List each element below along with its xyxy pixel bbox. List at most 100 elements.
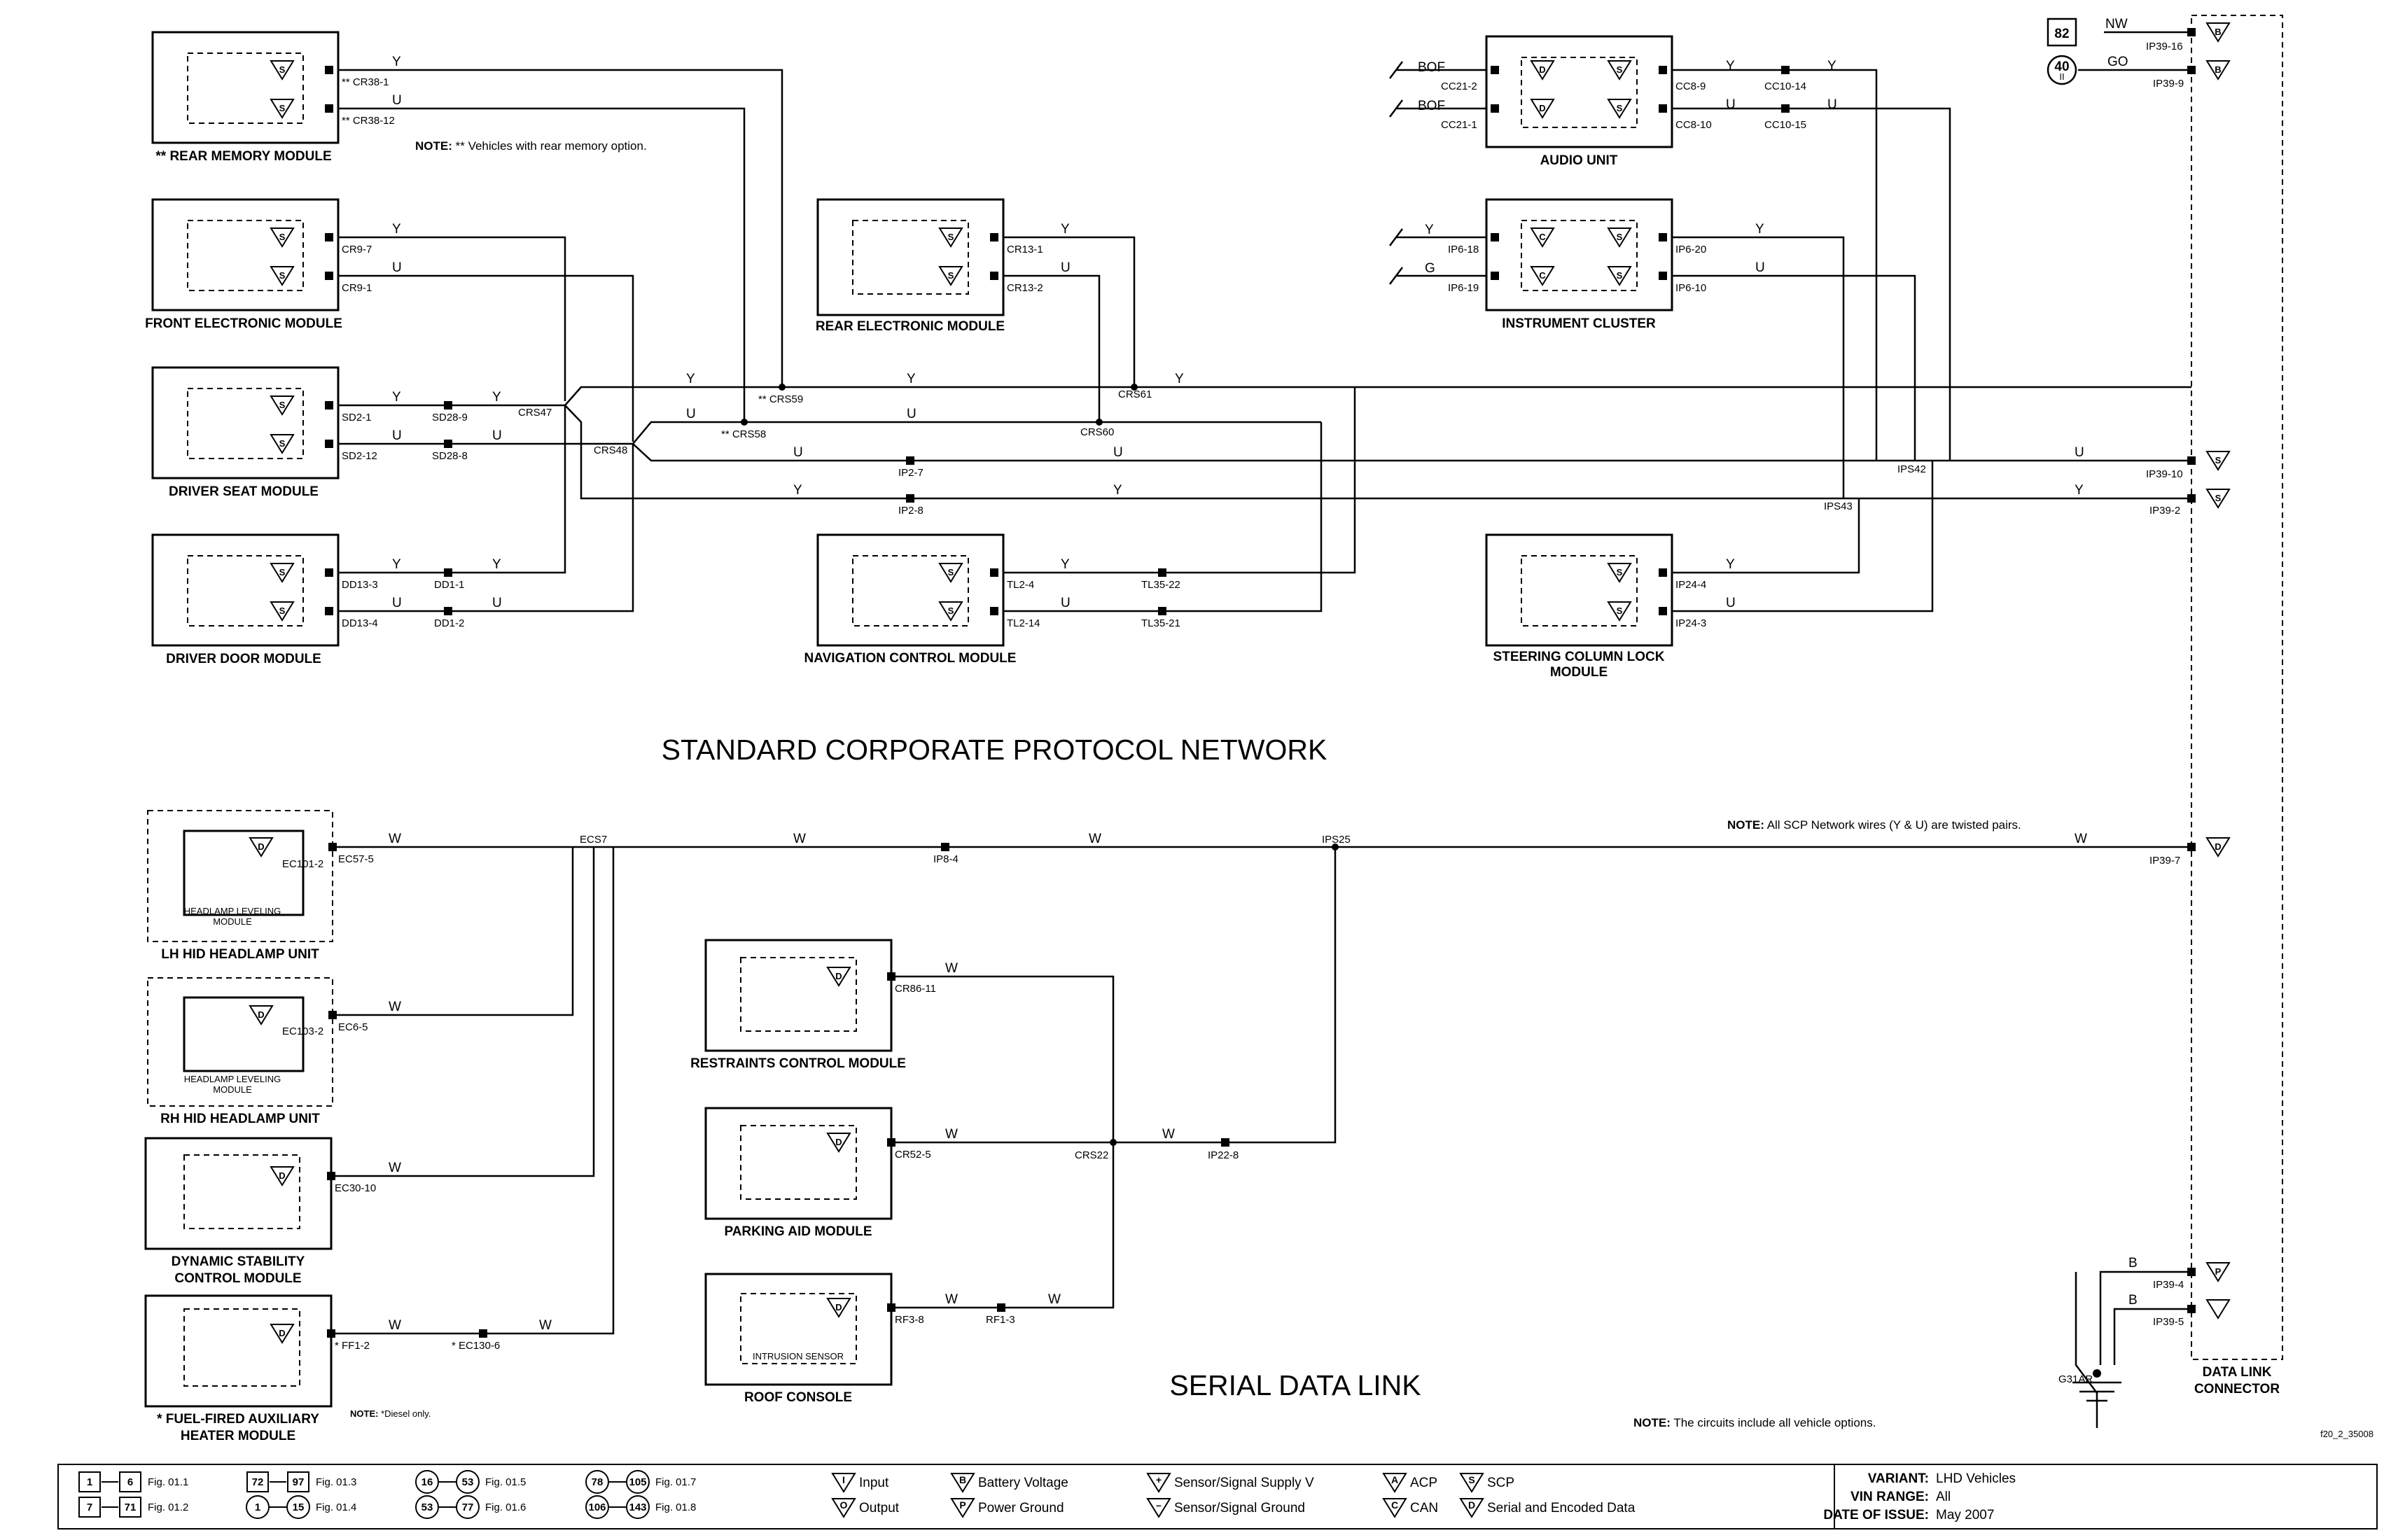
pin-letter: D — [258, 1009, 264, 1020]
wire-color: Y — [1175, 372, 1184, 386]
connector-label: CR13-1 — [1007, 244, 1043, 255]
wire-color: BOF — [1418, 60, 1445, 75]
wire-color: U — [907, 407, 916, 421]
pin-letter: S — [279, 400, 286, 410]
wire-color: U — [1726, 596, 1736, 610]
pin-letter: S — [279, 438, 286, 449]
wire-color: Y — [1113, 483, 1122, 498]
parking-aid-label: PARKING AID MODULE — [724, 1224, 872, 1239]
connector-label: G31AR — [2058, 1373, 2093, 1385]
pin-letter: D — [1539, 103, 1545, 113]
svg-text:I: I — [842, 1474, 845, 1485]
wire-color: W — [389, 1000, 401, 1014]
pin-letter: D — [279, 1170, 285, 1181]
svg-text:Sensor/Signal Supply V: Sensor/Signal Supply V — [1174, 1476, 1314, 1490]
connector-label: IP22-8 — [1208, 1149, 1239, 1161]
wire-color: U — [392, 596, 402, 610]
wire-color: Y — [2075, 483, 2084, 498]
svg-text:72: 72 — [252, 1476, 264, 1488]
connector-label: CR9-1 — [342, 282, 372, 294]
lh-hid-label: LH HID HEADLAMP UNIT — [161, 947, 319, 962]
svg-text:Power Ground: Power Ground — [978, 1501, 1064, 1516]
svg-text:–: – — [1156, 1499, 1162, 1511]
connector-label: IP39-4 — [2153, 1279, 2184, 1291]
pin-letter: D — [2215, 841, 2221, 852]
svg-text:78: 78 — [592, 1476, 604, 1488]
variant-value: LHD Vehicles — [1936, 1471, 2016, 1486]
wire-color: Y — [1061, 557, 1070, 572]
intrusion-sensor-label: INTRUSION SENSOR — [753, 1351, 844, 1362]
connector-label: IPS25 — [1322, 834, 1351, 846]
svg-text:105: 105 — [629, 1476, 646, 1488]
pin-letter: S — [1617, 64, 1623, 75]
connector-label: DD13-4 — [342, 617, 378, 629]
connector-label: IP39-2 — [2149, 505, 2180, 517]
pin-letter: S — [2215, 493, 2222, 503]
svg-text:16: 16 — [421, 1476, 433, 1488]
dlc-label-2: CONNECTOR — [2194, 1382, 2280, 1396]
dsc-label: DYNAMIC STABILITY — [172, 1254, 305, 1269]
fuse-ref: 82 — [2054, 27, 2069, 41]
relay-ref-circle — [2047, 55, 2077, 85]
svg-text:SCP: SCP — [1487, 1476, 1514, 1490]
wire-color: U — [1061, 596, 1071, 610]
pin-letter: S — [1617, 103, 1623, 113]
svg-text:53: 53 — [462, 1476, 474, 1488]
wire-color: U — [392, 260, 402, 275]
connector-label: ** CR38-12 — [342, 115, 395, 127]
connector-label: ** CRS59 — [758, 393, 803, 405]
pin-letter: S — [1617, 567, 1623, 578]
twisted-pair-note: NOTE: All SCP Network wires (Y & U) are … — [1727, 818, 2021, 832]
wire-color: W — [945, 961, 958, 976]
ffh-label: * FUEL-FIRED AUXILIARY — [157, 1412, 319, 1427]
dlc-label: DATA LINK — [2203, 1365, 2272, 1380]
wire-color: U — [1726, 97, 1736, 112]
svg-text:+: + — [1156, 1474, 1162, 1485]
connector-label: CC10-15 — [1764, 119, 1806, 131]
wire-color: U — [1755, 260, 1765, 275]
connector-label: IP6-20 — [1675, 244, 1706, 255]
wire-color: U — [1113, 445, 1123, 460]
connector-label: ECS7 — [580, 834, 607, 846]
svg-text:97: 97 — [293, 1476, 305, 1488]
connector-label: CR52-5 — [895, 1149, 931, 1161]
pin-letter: S — [279, 232, 286, 242]
connector-label: TL2-4 — [1007, 579, 1034, 591]
wire-color: Y — [1827, 59, 1836, 74]
rear-memory-module-label: ** REAR MEMORY MODULE — [155, 149, 331, 164]
headlamp-leveling-label-2: MODULE — [213, 916, 252, 927]
wire-color: W — [1089, 832, 1101, 846]
wire-color: W — [2075, 832, 2087, 846]
connector-label: TL2-14 — [1007, 617, 1040, 629]
restraints-module-box — [704, 939, 893, 1052]
svg-text:Battery Voltage: Battery Voltage — [978, 1476, 1068, 1490]
wire-color: W — [1048, 1292, 1061, 1307]
rear-electronic-module-box — [816, 198, 1005, 316]
wire-color: Y — [686, 372, 695, 386]
connector-label: EC57-5 — [338, 853, 374, 865]
connector-label: CRS60 — [1080, 426, 1114, 438]
connector-label: SD2-12 — [342, 450, 377, 462]
wire-color: Y — [1425, 223, 1434, 237]
wire-color: Y — [392, 557, 401, 572]
pin-letter: C — [1539, 270, 1546, 281]
pin-letter: S — [279, 567, 286, 578]
headlamp-leveling-label: HEADLAMP LEVELING — [184, 906, 281, 916]
legend-bar — [57, 1464, 2378, 1530]
svg-text:Fig. 01.1: Fig. 01.1 — [148, 1476, 188, 1488]
connector-label: CR9-7 — [342, 244, 372, 255]
svg-text:CAN: CAN — [1410, 1501, 1438, 1516]
scp-heading: STANDARD CORPORATE PROTOCOL NETWORK — [662, 734, 1327, 766]
connector-label: IP39-10 — [2146, 468, 2183, 480]
driver-seat-module-label: DRIVER SEAT MODULE — [169, 484, 319, 499]
restraints-label: RESTRAINTS CONTROL MODULE — [690, 1056, 906, 1071]
svg-text:C: C — [1391, 1499, 1398, 1511]
wire-color: U — [1827, 97, 1837, 112]
